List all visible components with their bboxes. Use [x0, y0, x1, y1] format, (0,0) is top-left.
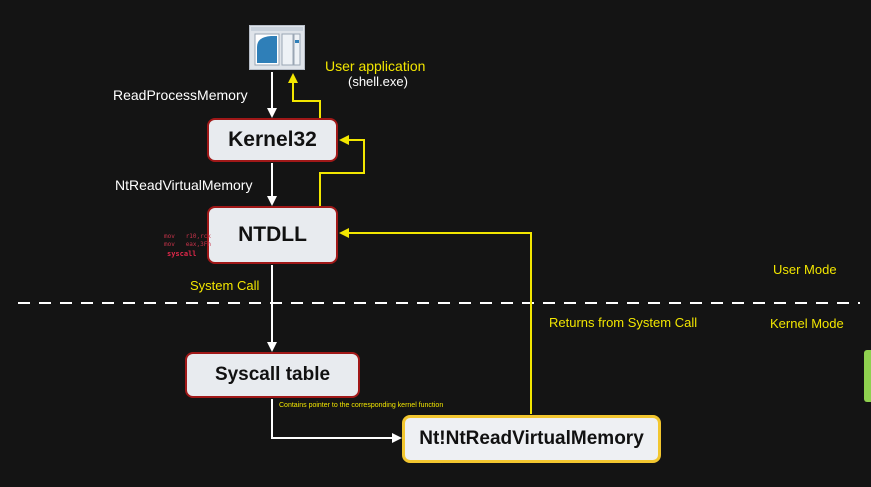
kernel32-node: Kernel32	[207, 118, 338, 162]
nt-read-virtual-memory-call-label: NtReadVirtualMemory	[115, 177, 253, 193]
asm-line-1-args: r10,rcx	[185, 233, 211, 240]
nt-read-virtual-memory-node: Nt!NtReadVirtualMemory	[402, 415, 661, 463]
side-scroll-tab[interactable]	[864, 350, 871, 402]
return-arrow-kernel-to-ntdll	[339, 228, 532, 414]
system-call-label: System Call	[190, 278, 260, 293]
return-arrow-ntdll-to-kernel32	[319, 135, 365, 206]
ntdll-node: NTDLL	[207, 206, 338, 264]
user-mode-label: User Mode	[773, 262, 837, 277]
ntdll-label: NTDLL	[238, 223, 307, 246]
asm-line-1-op: mov	[164, 233, 175, 240]
kernel32-label: Kernel32	[228, 128, 317, 151]
asm-line-1: mov r10,rcx	[164, 233, 211, 241]
asm-line-2: mov eax,3Fh	[164, 241, 211, 249]
user-application-title: User application	[325, 58, 426, 74]
asm-line-3: syscall	[167, 250, 197, 258]
arrow-syscall-table-to-kernel-function	[271, 399, 402, 443]
returns-from-system-call-label: Returns from System Call	[549, 315, 698, 330]
kernel-mode-label: Kernel Mode	[770, 316, 844, 331]
return-arrow-kernel32-to-app	[288, 73, 321, 118]
read-process-memory-label: ReadProcessMemory	[113, 87, 248, 103]
syscall-table-label: Syscall table	[214, 364, 331, 385]
syscall-table-node: Syscall table	[185, 352, 360, 398]
asm-line-2-args: eax,3Fh	[185, 241, 211, 248]
user-application-name: (shell.exe)	[348, 74, 408, 89]
nt-read-virtual-memory-label: Nt!NtReadVirtualMemory	[419, 428, 644, 449]
contains-pointer-label: Contains pointer to the corresponding ke…	[279, 402, 444, 409]
application-window-icon	[249, 25, 305, 70]
asm-line-2-op: mov	[164, 241, 175, 248]
